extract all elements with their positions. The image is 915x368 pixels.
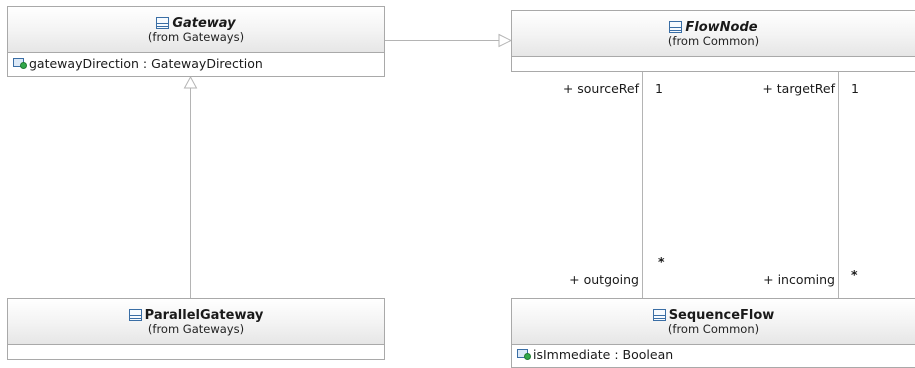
source-ref-role-label: + sourceRef xyxy=(562,81,639,96)
public-attribute-icon xyxy=(13,58,27,69)
class-icon xyxy=(128,309,142,321)
generalization-arrowhead-flownode[interactable] xyxy=(498,33,513,48)
gateway-class[interactable]: Gateway (from Gateways) gatewayDirection… xyxy=(7,6,385,77)
incoming-role-label: + incoming xyxy=(763,272,835,287)
target-ref-multiplicity: 1 xyxy=(851,81,859,96)
is-immediate-attribute[interactable]: isImmediate : Boolean xyxy=(512,346,915,363)
flownode-class[interactable]: FlowNode (from Common) xyxy=(511,10,915,72)
gateway-class-origin: (from Gateways) xyxy=(147,30,245,44)
sequenceflow-attributes-compartment: isImmediate : Boolean xyxy=(512,345,915,363)
gateway-direction-attribute-text: gatewayDirection : GatewayDirection xyxy=(29,56,263,71)
flownode-class-name: FlowNode xyxy=(685,20,758,35)
flownode-class-header: FlowNode (from Common) xyxy=(512,11,915,57)
sequenceflow-class-header: SequenceFlow (from Common) xyxy=(512,299,915,345)
class-icon xyxy=(669,21,683,33)
sequenceflow-class-origin: (from Common) xyxy=(667,322,760,336)
gateway-class-name: Gateway xyxy=(172,16,236,31)
flownode-class-origin: (from Common) xyxy=(667,34,760,48)
class-icon xyxy=(156,17,170,29)
generalization-arrowhead-gateway[interactable] xyxy=(183,75,198,89)
gateway-attributes-compartment: gatewayDirection : GatewayDirection xyxy=(8,53,384,72)
class-icon xyxy=(652,309,666,321)
sequenceflow-class[interactable]: SequenceFlow (from Common) isImmediate :… xyxy=(511,298,915,368)
outgoing-role-label: + outgoing xyxy=(569,272,639,287)
outgoing-multiplicity: * xyxy=(658,254,665,269)
parallelgateway-class-name: ParallelGateway xyxy=(144,308,264,323)
parallelgateway-class-origin: (from Gateways) xyxy=(147,322,245,336)
public-attribute-icon xyxy=(517,349,531,360)
parallelgateway-class[interactable]: ParallelGateway (from Gateways) xyxy=(7,298,385,360)
is-immediate-attribute-text: isImmediate : Boolean xyxy=(533,347,674,362)
gateway-class-header: Gateway (from Gateways) xyxy=(8,7,384,53)
incoming-multiplicity: * xyxy=(851,267,858,282)
target-ref-role-label: + targetRef xyxy=(762,81,835,96)
sequenceflow-class-name: SequenceFlow xyxy=(668,308,775,323)
source-ref-multiplicity: 1 xyxy=(655,81,663,96)
gateway-direction-attribute[interactable]: gatewayDirection : GatewayDirection xyxy=(8,55,384,72)
parallelgateway-class-header: ParallelGateway (from Gateways) xyxy=(8,299,384,345)
